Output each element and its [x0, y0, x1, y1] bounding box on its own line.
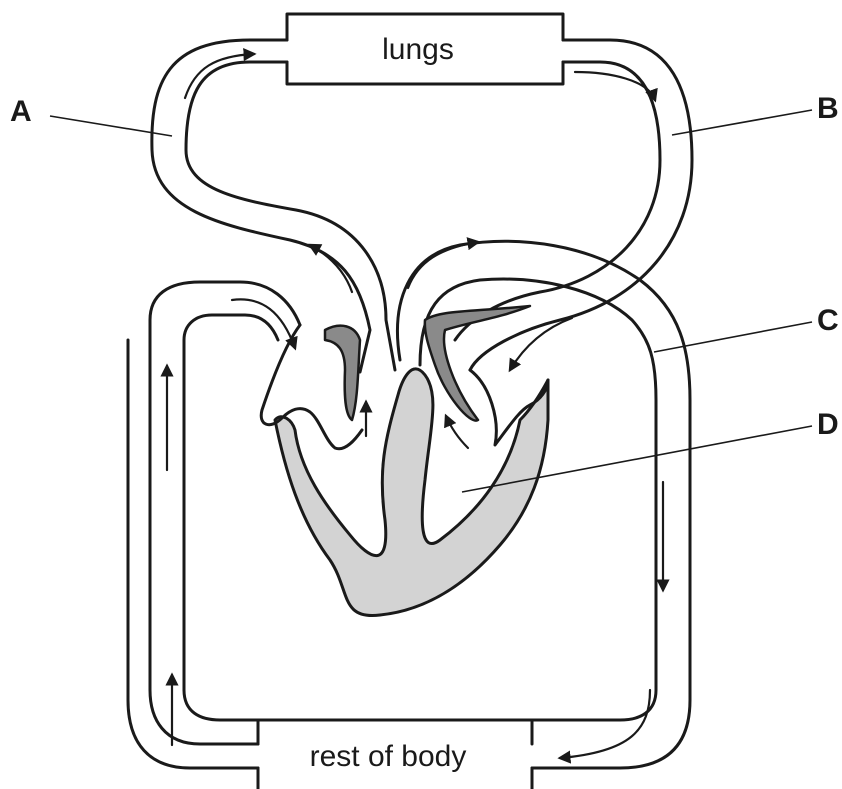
pulmonary-artery-b: [455, 40, 692, 370]
rest-of-body-label: rest of body: [310, 740, 467, 773]
rest-of-body-box: rest of body: [258, 720, 532, 789]
heart-muscle: [275, 369, 548, 616]
arrow-pulmonary-vein: [310, 245, 352, 292]
label-c: C: [817, 304, 839, 337]
arrow-left-ventricle: [446, 416, 468, 448]
right-valve: [325, 326, 360, 420]
leader-line-b: [672, 110, 812, 135]
arrow-from-lungs: [575, 72, 655, 100]
arrow-into-right-atrium: [232, 299, 295, 348]
lungs-box: lungs: [287, 14, 563, 84]
vena-cava-loop: [128, 282, 300, 768]
label-b-group: B: [672, 92, 839, 135]
lungs-label: lungs: [382, 33, 454, 66]
arrow-into-body-right: [560, 690, 650, 758]
label-a: A: [10, 95, 32, 128]
label-b: B: [817, 92, 839, 125]
label-c-group: C: [654, 304, 839, 352]
label-a-group: A: [10, 95, 172, 136]
label-d: D: [817, 408, 839, 441]
